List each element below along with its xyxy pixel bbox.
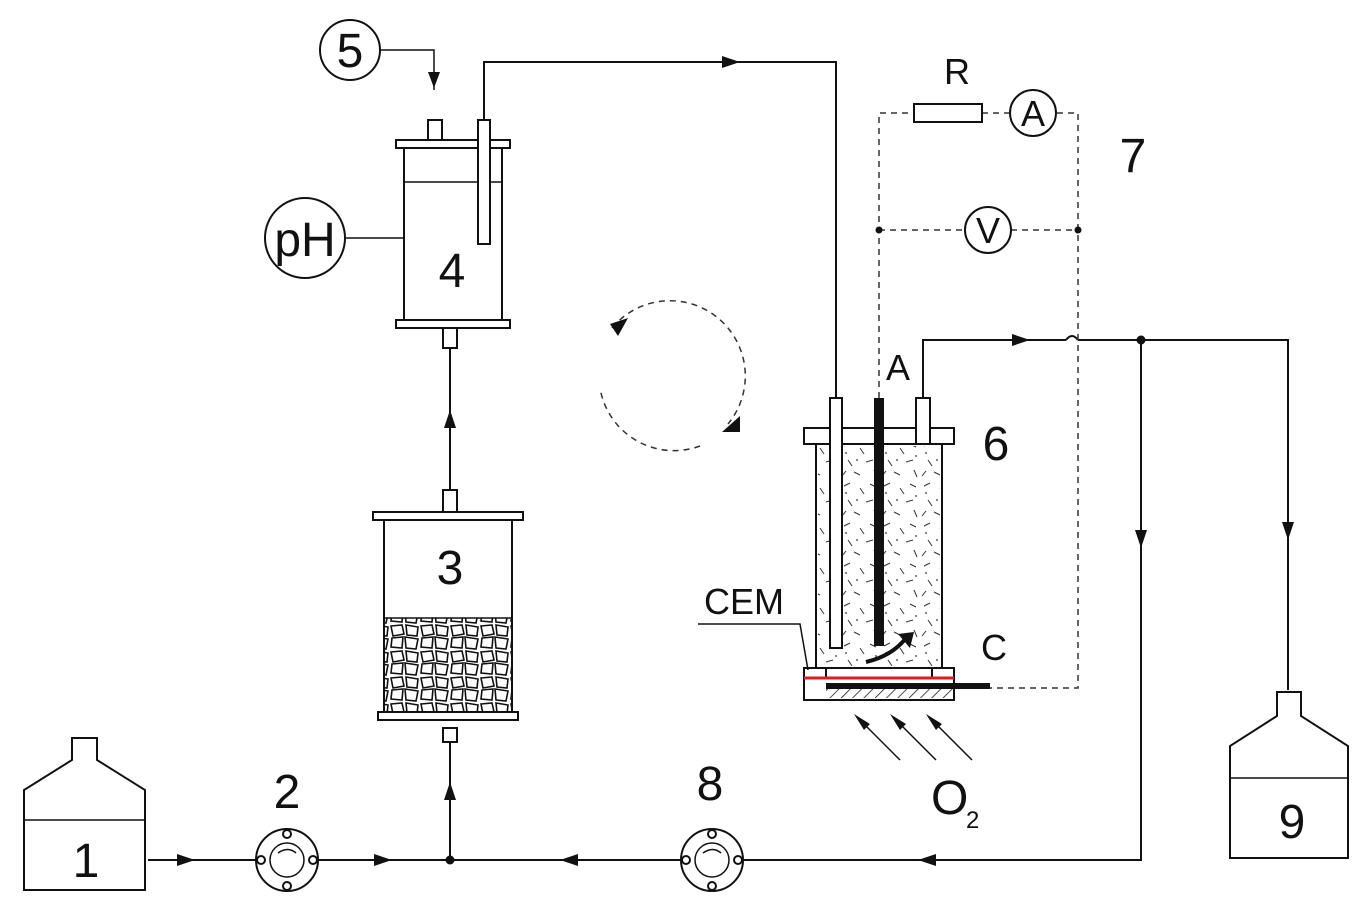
flow-arrow [560, 854, 578, 866]
oxygen-arrowhead [890, 714, 906, 730]
flow-arrow [428, 72, 440, 88]
oxygen-supply: O 2 [854, 714, 979, 834]
pipe-cell6-outlet [922, 339, 1066, 398]
pump-8-label: 8 [697, 758, 724, 811]
anode-electrode [874, 398, 884, 646]
pipe-outlet-tank9 [1078, 339, 1289, 690]
pump-8: 8 [680, 758, 744, 892]
pipe-vessel4-cell6 [483, 61, 837, 398]
circuit-7-label: 7 [1120, 130, 1147, 183]
cell-6-inlet-tube [829, 397, 843, 649]
junction-node-bottom [445, 855, 455, 865]
voltmeter-circle [964, 206, 1012, 254]
tank-1-body [23, 737, 146, 891]
tank-9-label: 9 [1279, 796, 1306, 849]
proton-flow-arrowhead [898, 632, 914, 648]
pump-2: 2 [255, 766, 319, 892]
junction-node-outlet [1136, 335, 1146, 345]
flow-arrow [1282, 522, 1294, 540]
ph-probe: pH [264, 197, 404, 279]
flow-arrow [722, 56, 740, 68]
ammeter-label: A [1021, 93, 1045, 134]
column-3-top-fitting [442, 489, 458, 513]
resistor-label: R [944, 51, 970, 92]
flow-arrow [1012, 334, 1030, 346]
vessel-4-bottom-fitting [442, 327, 458, 349]
pump-8-bolt [707, 829, 717, 839]
flow-arrow [374, 854, 392, 866]
vessel-4-outlet-tube [477, 119, 491, 245]
cem-leader-line [698, 623, 809, 671]
anode-label: A [886, 347, 910, 388]
column-3: 3 [372, 489, 524, 743]
circuit-wire-anode [878, 112, 914, 398]
circuit-node [875, 226, 883, 234]
vessel-4-bottom-flange [395, 319, 511, 329]
column-3-label: 3 [437, 542, 464, 595]
column-3-bottom-flange [377, 711, 519, 721]
ph-meter-label: pH [274, 214, 335, 267]
oxygen-subscript: 2 [966, 807, 979, 834]
cathode-electrode [826, 683, 990, 689]
pipe-recirculation-return [740, 342, 1142, 861]
flow-arrow [1135, 530, 1147, 548]
column-3-top-flange [372, 511, 524, 521]
flow-arrow [177, 854, 195, 866]
cem-label: CEM [704, 581, 784, 622]
pump-8-bolt [707, 881, 717, 891]
circuit-wire-cathode [990, 112, 1079, 689]
flow-arrows [177, 56, 1294, 866]
oxygen-arrowhead [926, 714, 942, 730]
flow-arrow [444, 782, 456, 800]
column-3-bottom-fitting [442, 727, 458, 743]
recirculation-arc-lower [599, 387, 701, 452]
oxygen-arrowhead [854, 714, 870, 730]
vessel-4-top-flange [395, 139, 511, 149]
tank-1-label: 1 [73, 835, 100, 888]
external-circuit-7: R A V 7 [875, 51, 1147, 689]
pump-2-bolt [256, 855, 266, 865]
oxygen-label: O [931, 772, 968, 825]
recirculation-arc-upper [611, 299, 747, 425]
feed-tank-1: 1 [23, 737, 146, 891]
voltmeter-label: V [976, 210, 1000, 251]
pump-2-rotor [269, 842, 305, 878]
pump-8-bolt [733, 855, 743, 865]
resistor [913, 103, 983, 123]
column-3-packing [385, 618, 511, 711]
tank-9-body [1229, 691, 1349, 859]
pump-2-bolt [282, 829, 292, 839]
unit-5-label: 5 [337, 25, 364, 78]
pump-2-label: 2 [274, 766, 301, 819]
pump-8-rotor [694, 842, 730, 878]
cell-6: 6 A C CEM [698, 347, 1010, 701]
effluent-tank-9: 9 [1229, 691, 1349, 859]
pump-2-rotation-mark [277, 848, 297, 854]
pump-8-bolt [681, 855, 691, 865]
pipe-unit5-vessel4 [380, 49, 435, 90]
unit-5: 5 [319, 19, 381, 81]
pump-2-bolt [308, 855, 318, 865]
proton-flow-arrow [865, 636, 908, 664]
recirculation-indicator [599, 299, 747, 452]
unit-5-circle [319, 19, 381, 81]
recirculation-arrowhead [722, 416, 740, 432]
recirculation-arrowhead [610, 318, 628, 336]
pump-8-rotation-mark [702, 848, 722, 854]
piping [148, 49, 1289, 865]
cell-6-label: 6 [983, 418, 1010, 471]
vessel-4-dosing-port [427, 119, 443, 141]
vessel-4-label: 4 [439, 245, 466, 298]
pump-2-bolt [282, 881, 292, 891]
cathode-label: C [981, 627, 1007, 668]
cell-6-outlet-port [915, 397, 931, 445]
flow-arrow [444, 410, 456, 428]
ammeter-circle [1009, 89, 1057, 137]
ph-meter-circle [264, 197, 346, 279]
circuit-node [1074, 226, 1082, 234]
vessel-4: 4 [395, 119, 511, 349]
pipe-crossover-bridge [1065, 335, 1079, 341]
flow-arrow [918, 854, 936, 866]
